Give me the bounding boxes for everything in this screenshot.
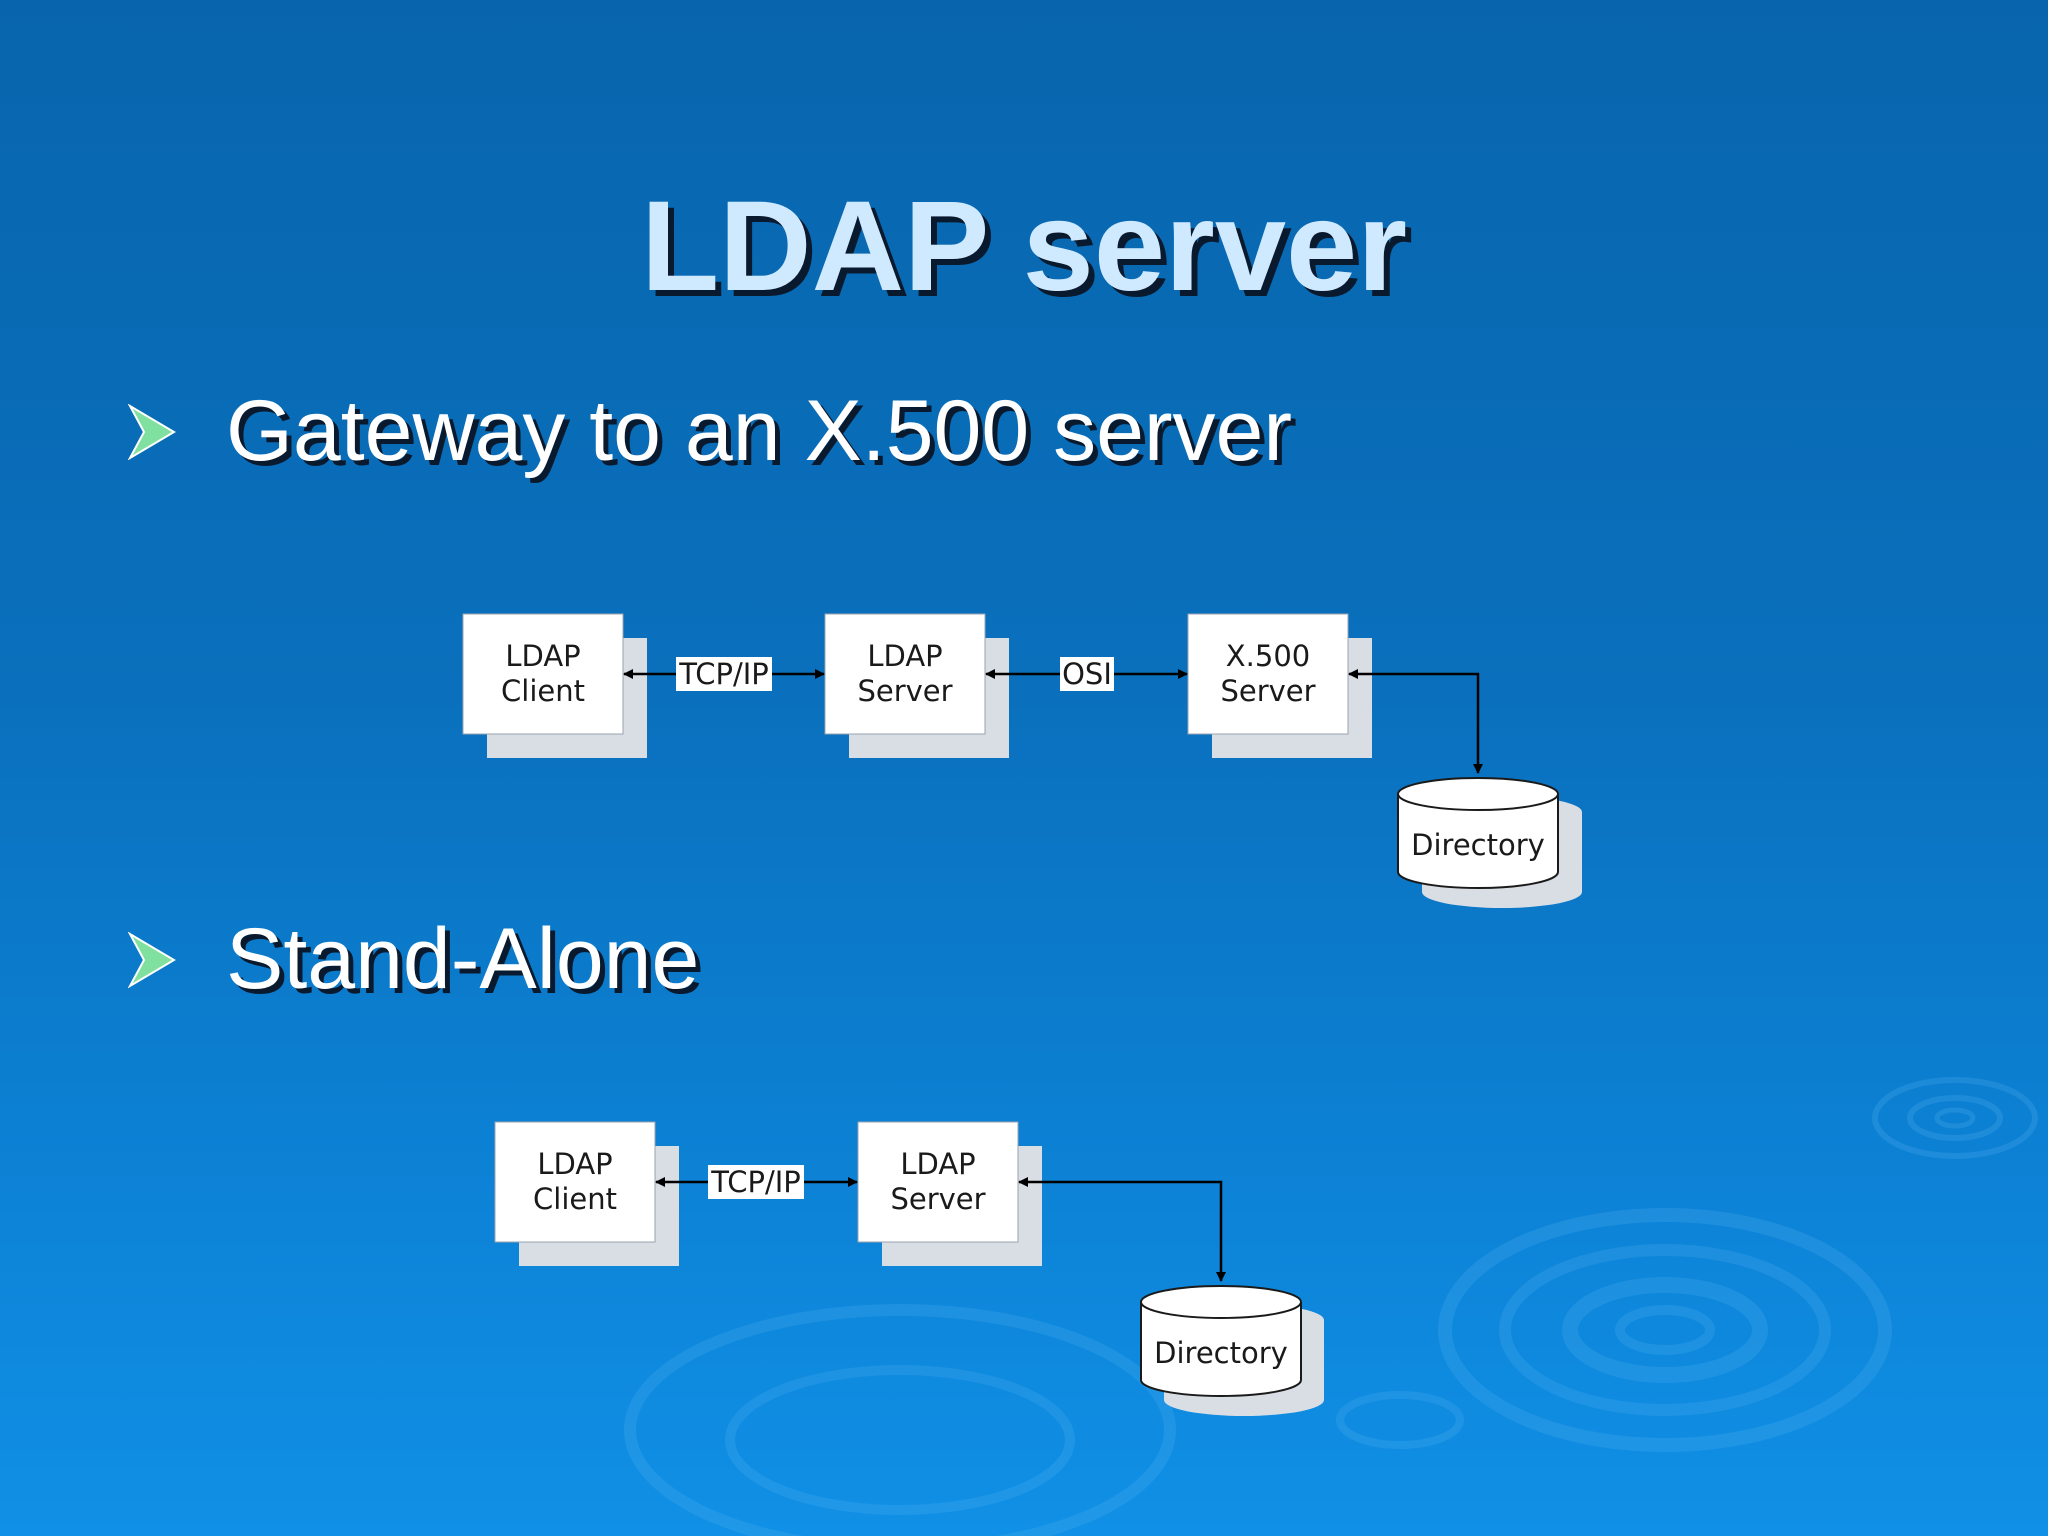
- node-ldap-server: LDAP Server: [824, 613, 1009, 758]
- edge-label: TCP/IP: [710, 1165, 801, 1199]
- gateway-diagram: LDAP Client LDAP Server X.500 Server Dir…: [462, 613, 1582, 908]
- slide-title: LDAP server: [640, 175, 1408, 318]
- edge-label: OSI: [1062, 657, 1112, 691]
- node-label: LDAP: [900, 1147, 975, 1181]
- standalone-diagram: LDAP Client LDAP Server Directory TCP/IP: [494, 1121, 1324, 1416]
- node-label: Server: [857, 674, 952, 708]
- node-label: LDAP: [867, 639, 942, 673]
- node-directory: Directory: [1140, 1285, 1324, 1416]
- bullet-text: Gateway to an X.500 server: [226, 383, 1293, 479]
- arrowhead-bullet-icon: [128, 932, 176, 988]
- edge-tcpip: TCP/IP: [623, 657, 825, 691]
- node-label: LDAP: [537, 1147, 612, 1181]
- node-directory: Directory: [1397, 777, 1582, 908]
- node-label: Client: [533, 1182, 617, 1216]
- edge-osi: OSI: [985, 657, 1188, 691]
- edge-tcpip: TCP/IP: [655, 1165, 858, 1199]
- node-label: Client: [501, 674, 585, 708]
- node-label: Server: [1220, 674, 1315, 708]
- node-label: Directory: [1154, 1336, 1288, 1370]
- node-ldap-client: LDAP Client: [462, 613, 647, 758]
- node-label: Server: [890, 1182, 985, 1216]
- node-x500-server: X.500 Server: [1187, 613, 1372, 758]
- node-label: X.500: [1226, 639, 1310, 673]
- node-label: LDAP: [505, 639, 580, 673]
- node-ldap-server: LDAP Server: [857, 1121, 1042, 1266]
- node-ldap-client: LDAP Client: [494, 1121, 679, 1266]
- edge-server-directory: [1018, 1177, 1226, 1282]
- edge-label: TCP/IP: [678, 657, 769, 691]
- edge-x500-directory: [1348, 669, 1483, 774]
- node-label: Directory: [1411, 828, 1545, 862]
- arrowhead-bullet-icon: [128, 404, 176, 460]
- bullet-text: Stand-Alone: [226, 911, 700, 1007]
